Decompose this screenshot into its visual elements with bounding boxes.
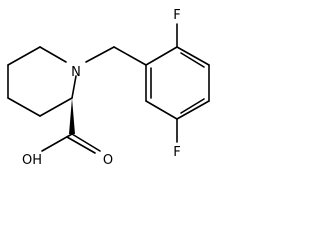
bond <box>145 100 178 120</box>
bond <box>39 46 67 63</box>
n-benzyl-linker <box>85 46 147 66</box>
fluorine-atom-label: F <box>173 145 180 160</box>
bond <box>66 136 96 154</box>
bond <box>176 100 210 120</box>
bond <box>71 133 101 152</box>
hydroxyl-label: OH <box>22 153 42 168</box>
oxygen-atom-label: O <box>103 153 113 168</box>
difluorophenyl-ring <box>145 46 210 120</box>
bond <box>180 98 205 114</box>
bond <box>113 46 147 66</box>
bond <box>71 75 77 99</box>
fluorine-atom-label: F <box>173 8 180 23</box>
bond <box>7 46 41 66</box>
bond <box>180 52 205 68</box>
bond <box>145 46 178 66</box>
chemical-structure: N F F OH O <box>7 8 210 168</box>
bond <box>176 46 210 66</box>
nitrogen-atom-label: N <box>71 65 81 80</box>
carboxylic-acid <box>41 98 101 154</box>
bond <box>39 97 73 117</box>
stereo-wedge-bond <box>69 98 75 134</box>
piperidine-ring <box>7 46 77 117</box>
bond <box>85 46 115 63</box>
bond <box>7 97 41 117</box>
